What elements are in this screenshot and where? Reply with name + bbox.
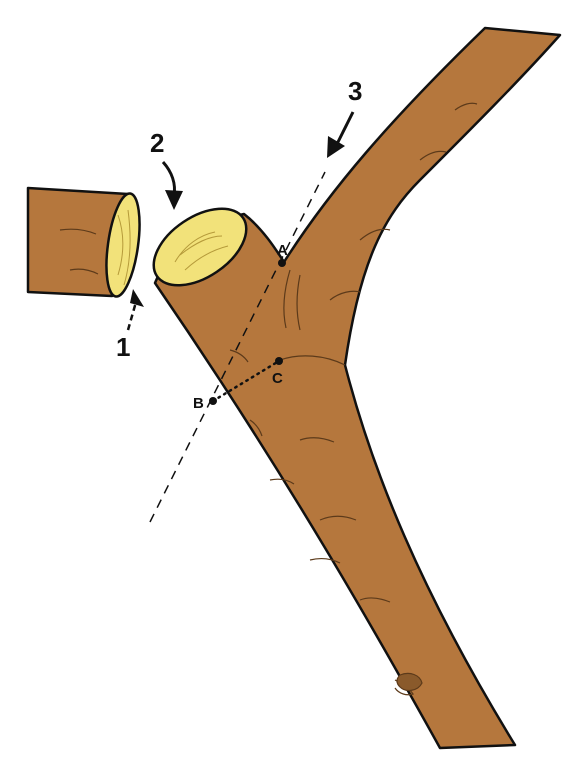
bark-texture <box>59 102 478 696</box>
trunk-and-branch <box>153 26 562 750</box>
dotted-line-b-c <box>211 359 281 403</box>
arrow-3 <box>327 111 355 158</box>
point-c-label: C <box>272 370 283 387</box>
cut-label-3: 3 <box>348 76 362 106</box>
stub-cut-face <box>152 207 248 287</box>
point-b-label: B <box>193 395 204 412</box>
bark-knot <box>396 672 423 692</box>
point-a-marker <box>278 259 286 267</box>
arrow-1 <box>126 289 144 331</box>
point-a-label: A <box>277 242 288 259</box>
cut-label-2: 2 <box>150 128 164 158</box>
cut-label-1: 1 <box>116 332 130 362</box>
stub-face-rings <box>174 231 229 271</box>
arrow-2 <box>161 160 183 210</box>
point-c-marker <box>275 357 283 365</box>
cut-guide-line <box>149 171 326 523</box>
removed-face-rings <box>117 209 131 286</box>
point-b-marker <box>209 397 217 405</box>
